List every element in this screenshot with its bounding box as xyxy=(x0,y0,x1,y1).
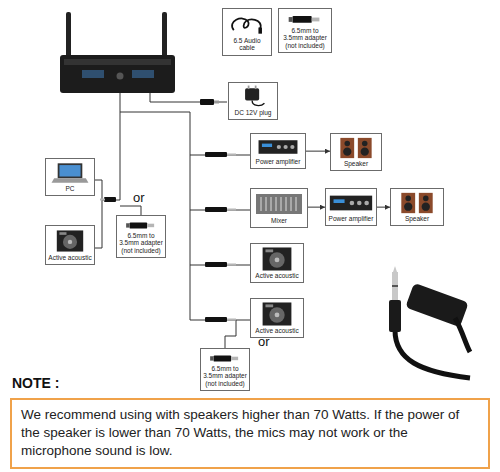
device-icon xyxy=(119,218,163,232)
note-box: We recommend using with speakers higher … xyxy=(10,398,490,469)
jack-plugs xyxy=(100,99,236,322)
cable-box: 6.5 Audio cable xyxy=(222,8,272,56)
speaker-box: Speaker xyxy=(390,188,444,226)
device-label: Active acoustic xyxy=(253,327,301,334)
device-label: PC xyxy=(48,185,92,192)
device-icon xyxy=(231,85,275,109)
device-icon xyxy=(225,11,269,37)
device-icon xyxy=(328,191,374,215)
device-label: 6.5mm to 3.5mm adapter (not included) xyxy=(281,27,329,49)
device-icon xyxy=(48,161,92,185)
signal-connector xyxy=(306,151,330,152)
device-label: 6.5 Audio cable xyxy=(225,37,269,52)
active-speaker-box: Active acoustic xyxy=(250,298,304,338)
speaker-box: Speaker xyxy=(330,133,382,171)
device-icon xyxy=(393,191,441,215)
adapter-box: 6.5mm to 3.5mm adapter (not included) xyxy=(200,348,250,391)
note-text: We recommend using with speakers higher … xyxy=(21,406,479,461)
active-speaker-box: Active acoustic xyxy=(250,243,304,283)
signal-connector xyxy=(308,207,325,208)
note-heading: NOTE : xyxy=(12,375,59,391)
wires xyxy=(95,93,250,348)
device-label: 6.5mm to 3.5mm adapter (not included) xyxy=(119,232,163,254)
wireless-receiver xyxy=(60,12,175,93)
pc-box: PC xyxy=(45,158,95,196)
active-speaker-box: Active acoustic xyxy=(45,225,95,265)
device-icon xyxy=(281,11,329,27)
device-icon xyxy=(253,136,303,158)
adapter-box: 6.5mm to 3.5mm adapter (not included) xyxy=(278,8,332,53)
device-label: 6.5mm to 3.5mm adapter (not included) xyxy=(203,365,247,387)
device-icon xyxy=(333,136,379,160)
device-icon xyxy=(253,246,301,272)
device-label: Power amplifier xyxy=(253,158,303,165)
device-icon xyxy=(253,191,305,217)
device-label: DC 12V plug xyxy=(231,109,275,116)
power-plug-box: DC 12V plug xyxy=(228,82,278,120)
device-label: Active acoustic xyxy=(48,254,92,261)
device-label: Speaker xyxy=(333,160,379,167)
device-icon xyxy=(203,351,247,365)
device-label: Active acoustic xyxy=(253,272,301,279)
signal-connector xyxy=(377,207,390,208)
adapter-box: 6.5mm to 3.5mm adapter (not included) xyxy=(116,215,166,258)
device-label: Speaker xyxy=(393,215,441,222)
device-icon xyxy=(48,228,92,254)
amplifier-box: Power amplifier xyxy=(325,188,377,226)
or-label: or xyxy=(258,334,270,349)
or-label: or xyxy=(133,190,145,205)
device-icon xyxy=(253,301,301,327)
amplifier-box: Power amplifier xyxy=(250,133,306,169)
device-label: Power amplifier xyxy=(328,215,374,222)
mixer-box: Mixer xyxy=(250,188,308,228)
device-label: Mixer xyxy=(253,217,305,224)
plug-closeup xyxy=(389,266,470,378)
